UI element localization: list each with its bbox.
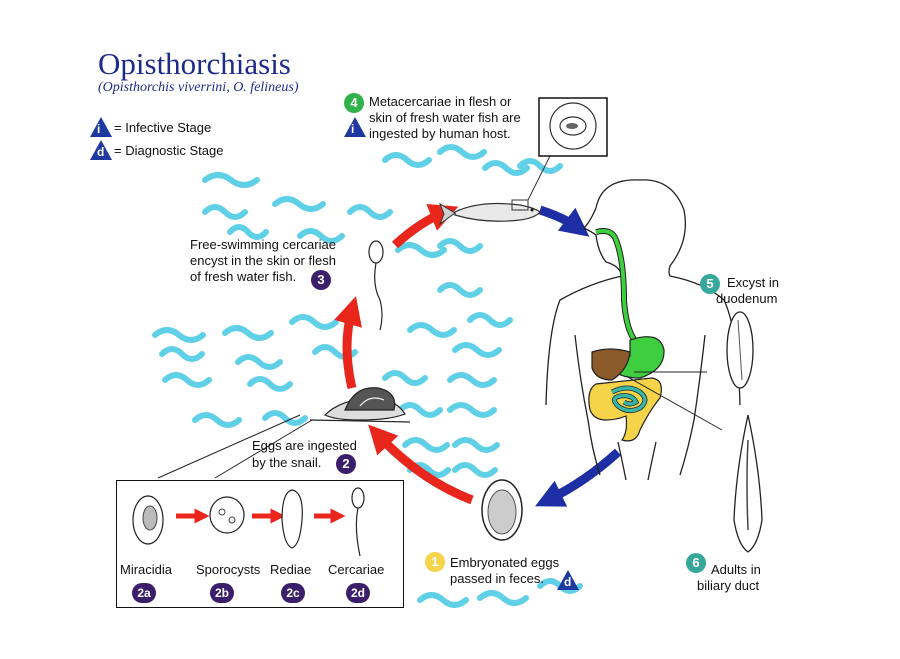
page-title: Opisthorchiasis	[98, 46, 291, 81]
water-waves	[152, 144, 583, 608]
legend-diagnostic-label: = Diagnostic Stage	[114, 143, 224, 158]
water-wave	[202, 204, 248, 220]
water-wave	[192, 412, 242, 428]
step-5-text-line1: Excyst in	[727, 275, 780, 290]
arrow-cercaria-to-fish	[391, 203, 459, 249]
adult-worm-icon	[733, 414, 763, 553]
step-2-badge: 2	[336, 454, 356, 474]
water-wave	[397, 402, 443, 418]
step-2-text-line1: Eggs are ingested	[252, 438, 357, 453]
water-wave	[162, 372, 212, 388]
arrow-snail-to-cercaria	[334, 296, 362, 390]
step-5-text-line2: duodenum	[716, 291, 778, 306]
water-wave	[407, 322, 457, 338]
stage-badge-2b: 2b	[210, 583, 234, 603]
stage-badge-2c: 2c	[281, 583, 305, 603]
step-3-text-line1: Free-swimming cercariae	[190, 237, 336, 252]
diagnostic-stage-icon: d	[90, 140, 112, 160]
water-wave	[517, 158, 563, 174]
water-wave	[452, 462, 498, 478]
arrow-egg-to-snail	[368, 424, 474, 505]
stage-label-sporocysts: Sporocysts	[196, 562, 261, 577]
step-6-text-line2: biliary duct	[697, 578, 760, 593]
step-4-badge: 4	[344, 93, 364, 113]
page-subtitle: (Opisthorchis viverrini, O. felineus)	[98, 80, 299, 95]
step-2-text-line2: by the snail.	[252, 455, 322, 470]
water-wave	[482, 160, 530, 176]
water-wave	[395, 242, 447, 258]
stage-badge-2d: 2d	[346, 583, 370, 603]
water-wave	[202, 172, 260, 188]
step-4-text-line2: skin of fresh water fish are	[369, 110, 521, 125]
cercariae-small-icon	[351, 487, 365, 557]
infective-stage-icon: i	[344, 117, 366, 137]
step-3-text-line3: of fresh water fish.	[190, 269, 297, 284]
step-3-badge: 3	[311, 270, 331, 290]
step-3-text-line2: encyst in the skin or flesh	[190, 253, 336, 268]
step-6-text-line1: Adults in	[711, 562, 761, 577]
water-wave	[262, 410, 308, 426]
water-wave	[382, 370, 428, 386]
step-6-badge: 6	[686, 553, 706, 573]
step-4-text-line3: ingested by human host.	[369, 126, 511, 141]
arrow-fish-to-human	[538, 205, 590, 237]
snail-stages-frame	[116, 480, 404, 608]
water-wave	[235, 354, 283, 370]
step-4-text-line1: Metacercariae in flesh or	[369, 94, 512, 109]
sporocyst-icon	[209, 496, 245, 534]
water-wave	[437, 238, 483, 254]
water-wave	[452, 342, 502, 358]
water-wave	[477, 590, 529, 606]
water-wave	[447, 372, 497, 388]
rediae-icon	[281, 489, 303, 549]
stage-badge-2a: 2a	[132, 583, 156, 603]
pointer-line	[157, 414, 301, 479]
water-wave	[402, 437, 450, 453]
water-wave	[297, 228, 345, 244]
water-wave	[437, 282, 483, 298]
water-wave	[437, 144, 487, 160]
water-wave	[447, 402, 497, 418]
cercaria-icon	[368, 240, 384, 331]
water-wave	[159, 346, 205, 362]
pointer-line	[214, 419, 313, 479]
fish-icon	[438, 151, 553, 226]
digestive-tract	[588, 228, 723, 442]
water-wave	[382, 152, 432, 168]
water-wave	[227, 224, 269, 240]
step-5-badge: 5	[700, 274, 720, 294]
water-wave	[152, 327, 206, 343]
snail-stages-box	[132, 487, 365, 557]
water-wave	[417, 592, 469, 608]
water-wave	[452, 437, 500, 453]
stage-label-miracidia: Miracidia	[120, 562, 173, 577]
infective-stage-icon: i	[90, 117, 112, 137]
stage-label-cercariae: Cercariae	[328, 562, 385, 577]
water-wave	[272, 196, 326, 212]
step-1-text-line2: passed in feces.	[450, 571, 544, 586]
step-1-badge: 1	[425, 552, 445, 572]
snail-icon	[309, 387, 411, 423]
stage-label-rediae: Rediae	[270, 562, 312, 577]
water-wave	[222, 325, 274, 341]
metacercaria-inset	[538, 97, 608, 157]
miracidia-icon	[132, 495, 164, 545]
egg-icon	[481, 479, 523, 541]
water-wave	[467, 312, 513, 328]
water-wave	[247, 376, 293, 392]
arrow-human-to-egg	[535, 448, 622, 507]
water-wave	[289, 314, 339, 330]
step-1-text-line1: Embryonated eggs	[450, 555, 560, 570]
legend-infective-label: = Infective Stage	[114, 120, 212, 135]
water-wave	[347, 204, 393, 220]
excysted-worm-icon	[726, 311, 754, 389]
diagnostic-stage-icon: d	[557, 570, 579, 590]
